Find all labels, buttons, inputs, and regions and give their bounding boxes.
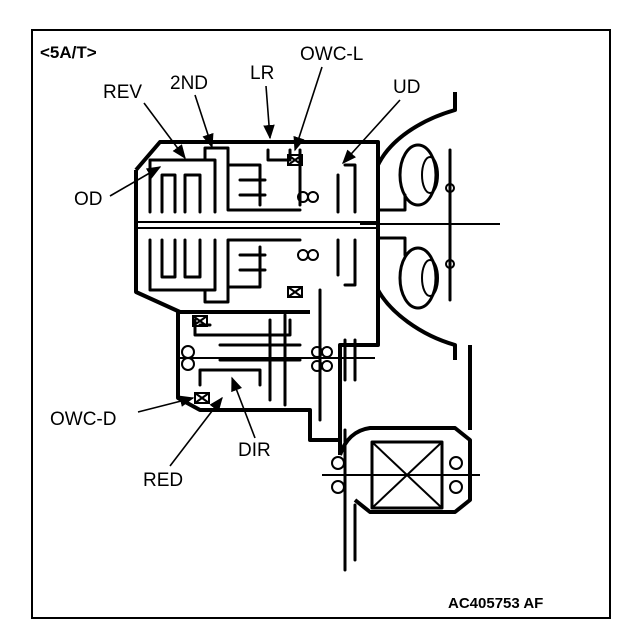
svg-text:RED: RED [143,470,183,491]
differential [322,345,480,572]
figure-code: AC405753 AF [448,595,543,612]
lower-clutch-packs [148,238,357,304]
callout-ud: UD [342,77,420,165]
svg-text:2ND: 2ND [170,73,208,94]
svg-text:REV: REV [103,82,142,103]
transmission-housing [134,140,380,455]
diagram-title: <5A/T> [40,43,97,62]
svg-text:UD: UD [393,77,420,98]
callout-2nd: 2ND [170,73,214,149]
svg-text:LR: LR [250,63,274,84]
torque-converter [360,92,500,360]
diagram-frame [31,29,611,619]
svg-text:DIR: DIR [238,440,271,461]
transfer-gears [180,288,375,422]
callout-dir: DIR [231,376,271,461]
callout-od: OD [74,166,162,210]
svg-text:OWC-L: OWC-L [300,44,363,65]
callout-red: RED [143,396,223,491]
svg-text:OD: OD [74,189,103,210]
svg-text:OWC-D: OWC-D [50,409,116,430]
upper-clutch-packs [148,146,357,214]
callout-rev: REV [103,82,186,160]
callout-lr: LR [250,63,275,140]
callout-owc-l: OWC-L [293,44,363,152]
callout-owc-d: OWC-D [50,395,195,430]
